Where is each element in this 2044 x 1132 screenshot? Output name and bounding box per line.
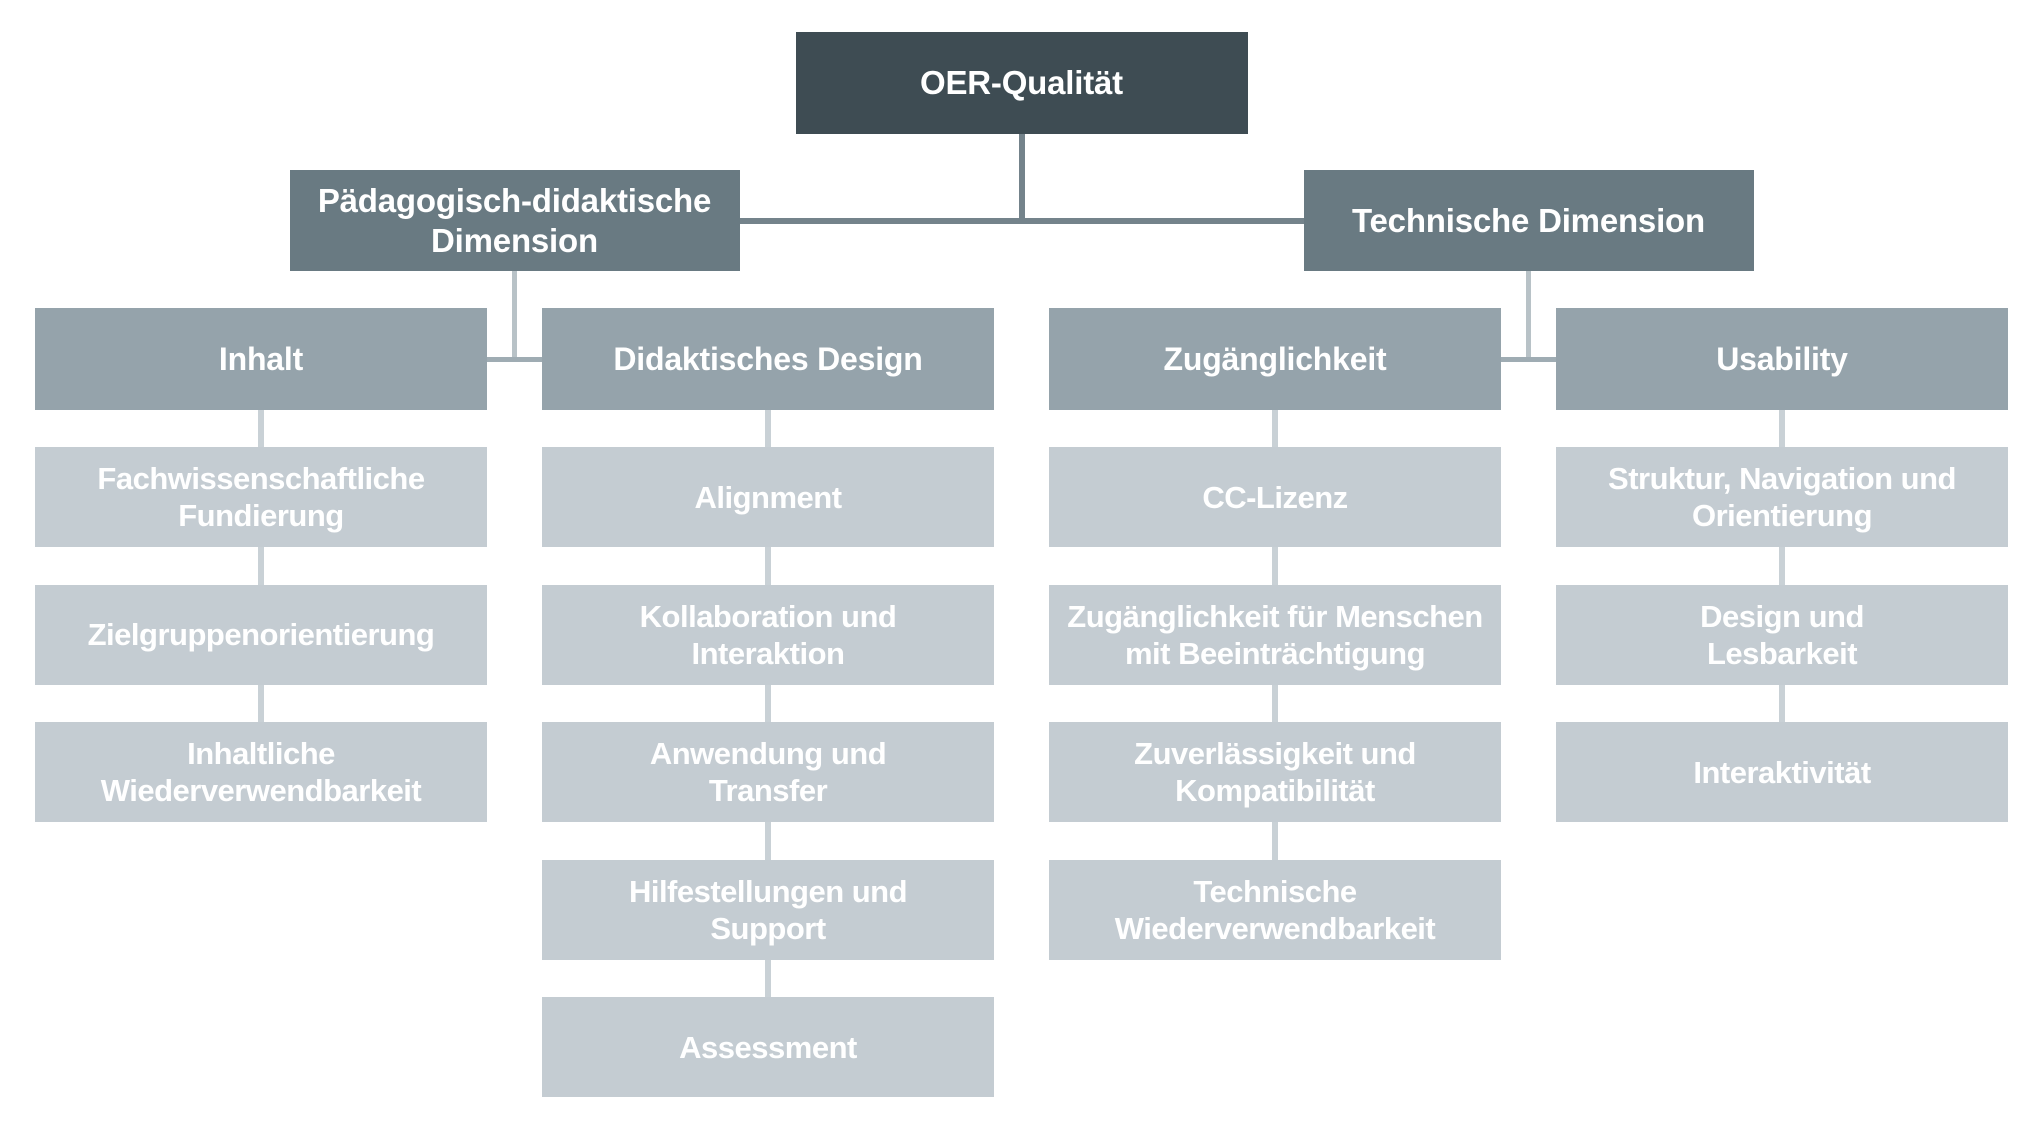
connector-usability-item-2 [1779, 684, 1785, 722]
connector-didaktisches-design-item-4 [765, 959, 771, 997]
leaf-node-technische-wiederverwendbarkeit: Technische Wiederverwendbarkeit [1049, 859, 1501, 960]
dimension-node-technische-dimension: Technische Dimension [1303, 170, 1754, 271]
leaf-node-kollaboration-und-interaktion: Kollaboration und Interaktion [542, 584, 994, 685]
connector-zugaenglichkeit-item-1 [1272, 547, 1278, 585]
leaf-node-cc-lizenz: CC-Lizenz [1049, 447, 1501, 547]
leaf-node-assessment: Assessment [542, 997, 994, 1097]
connector-zugaenglichkeit-item-3 [1272, 822, 1278, 860]
category-node-zugaenglichkeit: Zugänglichkeit [1049, 308, 1501, 410]
connector-didaktisches-design-item-1 [765, 547, 771, 585]
leaf-node-zugaenglichkeit-fuer-menschen-mit-beeintraechtigung: Zugänglichkeit für Menschen mit Beeinträ… [1049, 584, 1501, 685]
category-node-inhalt: Inhalt [35, 308, 487, 410]
connector-technische-dimension-category-bar [1501, 356, 1556, 362]
leaf-node-zielgruppenorientierung: Zielgruppenorientierung [35, 584, 487, 685]
connector-technische-dimension-drop [1526, 271, 1531, 362]
connector-didaktisches-design-item-2 [765, 684, 771, 722]
connector-zugaenglichkeit-item-0 [1272, 410, 1278, 447]
leaf-node-alignment: Alignment [542, 447, 994, 547]
root-node-oer-qualitaet: OER-Qualität [795, 32, 1248, 134]
connector-paedagogisch-didaktische-dimension-drop [512, 271, 517, 362]
connector-usability-item-1 [1779, 547, 1785, 585]
leaf-node-fachwissenschaftliche-fundierung: Fachwissenschaftliche Fundierung [35, 447, 487, 547]
connector-usability-item-0 [1779, 410, 1785, 447]
leaf-node-hilfestellungen-und-support: Hilfestellungen und Support [542, 859, 994, 960]
leaf-node-zuverlaessigkeit-und-kompatibilitaet: Zuverlässigkeit und Kompatibilität [1049, 722, 1501, 822]
connector-didaktisches-design-item-0 [765, 410, 771, 447]
dimension-node-paedagogisch-didaktische-dimension: Pädagogisch-didaktische Dimension [289, 170, 740, 271]
connector-inhalt-item-0 [258, 410, 264, 447]
leaf-node-struktur-navigation-und-orientierung: Struktur, Navigation und Orientierung [1556, 447, 2008, 547]
connector-inhalt-item-2 [258, 684, 264, 722]
connector-inhalt-item-1 [258, 547, 264, 585]
leaf-node-anwendung-und-transfer: Anwendung und Transfer [542, 722, 994, 822]
leaf-node-design-und-lesbarkeit: Design und Lesbarkeit [1556, 584, 2008, 685]
connector-zugaenglichkeit-item-2 [1272, 684, 1278, 722]
leaf-node-interaktivitaet: Interaktivität [1556, 722, 2008, 822]
connector-dimensions-bar [739, 217, 1304, 224]
connector-didaktisches-design-item-3 [765, 822, 771, 860]
connector-root-drop [1018, 134, 1025, 224]
leaf-node-inhaltliche-wiederverwendbarkeit: Inhaltliche Wiederverwendbarkeit [35, 722, 487, 822]
category-node-didaktisches-design: Didaktisches Design [542, 308, 994, 410]
connector-paedagogisch-didaktische-dimension-category-bar [487, 356, 542, 362]
category-node-usability: Usability [1556, 308, 2008, 410]
